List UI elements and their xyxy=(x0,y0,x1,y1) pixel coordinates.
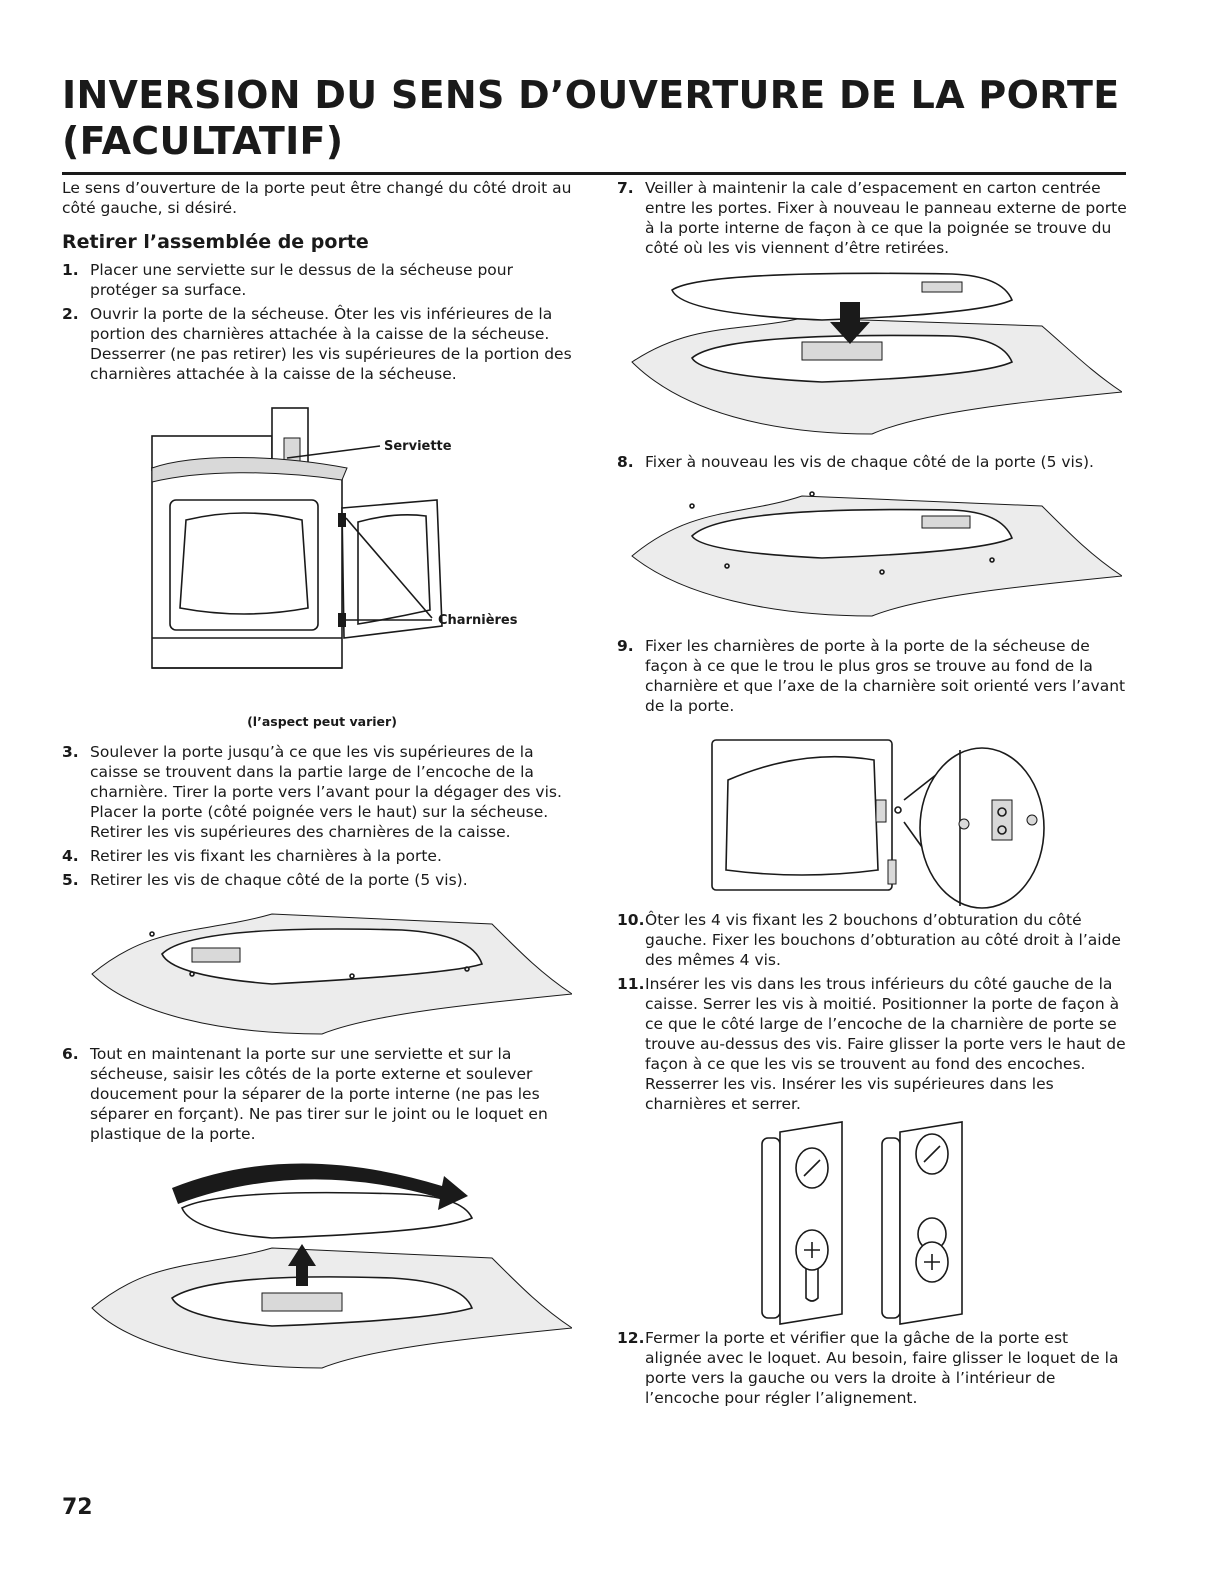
step-7: 7. Veiller à maintenir la cale d’espacem… xyxy=(617,178,1127,258)
step-text: Soulever la porte jusqu’à ce que les vis… xyxy=(90,743,562,841)
step-11: 11. Insérer les vis dans les trous infér… xyxy=(617,974,1127,1114)
step-number: 10. xyxy=(617,911,645,929)
step-1: 1. Placer une serviette sur le dessus de… xyxy=(62,260,582,300)
step-10: 10. Ôter les 4 vis fixant les 2 bouchons… xyxy=(617,910,1127,970)
step-3: 3. Soulever la porte jusqu’à ce que les … xyxy=(62,742,582,842)
hinge-attach-illustration xyxy=(711,739,1045,909)
step-text: Tout en maintenant la porte sur une serv… xyxy=(90,1045,548,1143)
intro-text: Le sens d’ouverture de la porte peut êtr… xyxy=(62,179,572,217)
step-9: 9. Fixer les charnières de porte à la po… xyxy=(617,636,1127,716)
spacer-illustration xyxy=(631,272,1122,435)
separate-doors-illustration xyxy=(91,1163,572,1369)
step-number: 4. xyxy=(62,847,79,865)
step-text: Ouvrir la porte de la sécheuse. Ôter les… xyxy=(90,305,572,383)
step-text: Veiller à maintenir la cale d’espacement… xyxy=(645,179,1127,257)
step-number: 2. xyxy=(62,305,79,323)
step-12: 12. Fermer la porte et vérifier que la g… xyxy=(617,1328,1127,1408)
right-column: 7. Veiller à maintenir la cale d’espacem… xyxy=(617,178,1127,1412)
step-text: Insérer les vis dans les trous inférieur… xyxy=(645,975,1126,1113)
step-text: Fermer la porte et vérifier que la gâche… xyxy=(645,1329,1119,1407)
label-hinges: Charnières xyxy=(438,613,518,628)
step-number: 1. xyxy=(62,261,79,279)
left-column: Le sens d’ouverture de la porte peut êtr… xyxy=(62,178,582,1398)
step-number: 8. xyxy=(617,453,634,471)
step-text: Placer une serviette sur le dessus de la… xyxy=(90,261,513,299)
figure-caption: (l’aspect peut varier) xyxy=(247,714,397,729)
step-6: 6. Tout en maintenant la porte sur une s… xyxy=(62,1044,582,1144)
step-5: 5. Retirer les vis de chaque côté de la … xyxy=(62,870,582,890)
step-text: Ôter les 4 vis fixant les 2 bouchons d’o… xyxy=(645,911,1121,969)
title-rule xyxy=(62,172,1126,175)
step-text: Fixer à nouveau les vis de chaque côté d… xyxy=(645,453,1094,471)
door-on-towel-illustration xyxy=(91,913,572,1035)
page-title: INVERSION DU SENS D’OUVERTURE DE LA PORT… xyxy=(62,73,1120,163)
step-text: Fixer les charnières de porte à la porte… xyxy=(645,637,1126,715)
step-4: 4. Retirer les vis fixant les charnières… xyxy=(62,846,582,866)
section-heading: Retirer l’assemblée de porte xyxy=(62,231,369,253)
step-text: Retirer les vis de chaque côté de la por… xyxy=(90,871,468,889)
page-number: 72 xyxy=(62,1495,93,1520)
step-number: 3. xyxy=(62,743,79,761)
step-number: 6. xyxy=(62,1045,79,1063)
label-towel: Serviette xyxy=(384,439,452,454)
step-number: 12. xyxy=(617,1329,645,1347)
step-number: 7. xyxy=(617,179,634,197)
step-8: 8. Fixer à nouveau les vis de chaque côt… xyxy=(617,452,1127,472)
step-2: 2. Ouvrir la porte de la sécheuse. Ôter … xyxy=(62,304,582,384)
step-number: 5. xyxy=(62,871,79,889)
step-text: Retirer les vis fixant les charnières à … xyxy=(90,847,442,865)
step-number: 11. xyxy=(617,975,645,993)
step-number: 9. xyxy=(617,637,634,655)
dryer-illustration: Serviette Charnières xyxy=(151,407,518,669)
refasten-screws-illustration xyxy=(631,491,1122,617)
hinge-detail-illustration xyxy=(761,1121,963,1325)
